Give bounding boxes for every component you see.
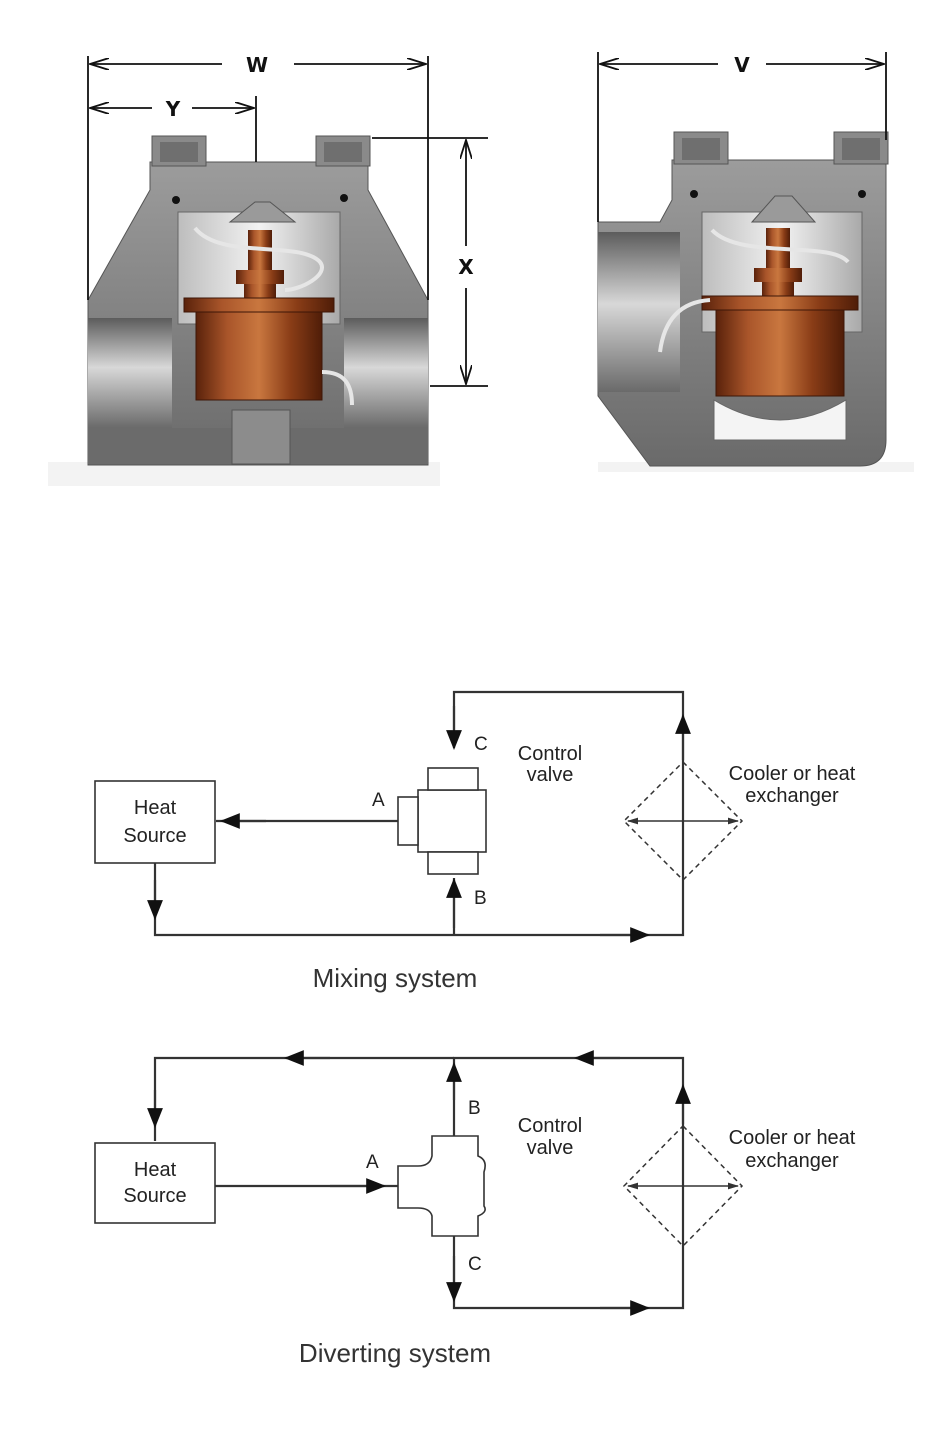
diverting-cooler-label-2: exchanger [745, 1150, 839, 1172]
mixing-cooler-symbol [622, 760, 744, 882]
mixing-system-diagram: Heat Source C A B Control valve Cooler o… [94, 690, 856, 993]
mixing-control-valve [397, 767, 487, 875]
diverting-cooler-symbol [622, 1124, 744, 1248]
mixing-control-valve-label-2: valve [527, 764, 574, 786]
mixing-cooler-label-2: exchanger [745, 785, 839, 807]
diverting-heat-source-box [94, 1142, 216, 1224]
diverting-control-valve-label-1: Control [518, 1115, 582, 1137]
mixing-port-b: B [474, 888, 487, 909]
diverting-control-valve-label-2: valve [527, 1137, 574, 1159]
diverting-port-b: B [468, 1098, 481, 1119]
diverting-port-c: C [468, 1254, 482, 1275]
dimension-v: V [597, 52, 887, 222]
diverting-cooler-label-1: Cooler or heat [729, 1127, 856, 1149]
dimension-w-label: W [246, 53, 268, 77]
dimension-w: W [87, 53, 429, 300]
mixing-port-a: A [372, 790, 385, 811]
diverting-port-a: A [366, 1152, 379, 1173]
dimension-x-label: X [458, 255, 474, 279]
diverting-system-diagram: Heat Source B A C Control valve Cooler o… [94, 1050, 856, 1368]
mixing-port-c: C [474, 734, 488, 755]
diverting-system-caption: Diverting system [299, 1338, 491, 1368]
dimension-y: Y [90, 96, 257, 162]
valve-cutaway-front [48, 135, 440, 486]
mixing-heat-source-box [94, 780, 216, 864]
mixing-heat-source-label-1: Heat [134, 797, 177, 819]
diverting-control-valve [397, 1135, 486, 1237]
mixing-cooler-label-1: Cooler or heat [729, 763, 856, 785]
diverting-heat-source-label-1: Heat [134, 1159, 177, 1181]
dimension-x: X [372, 137, 488, 387]
dimension-v-label: V [734, 53, 750, 77]
mixing-system-caption: Mixing system [313, 963, 478, 993]
mixing-control-valve-label-1: Control [518, 743, 582, 765]
diverting-heat-source-label-2: Source [123, 1185, 186, 1207]
dimension-y-label: Y [165, 97, 181, 121]
mixing-heat-source-label-2: Source [123, 825, 186, 847]
valve-cutaway-side [597, 131, 914, 472]
